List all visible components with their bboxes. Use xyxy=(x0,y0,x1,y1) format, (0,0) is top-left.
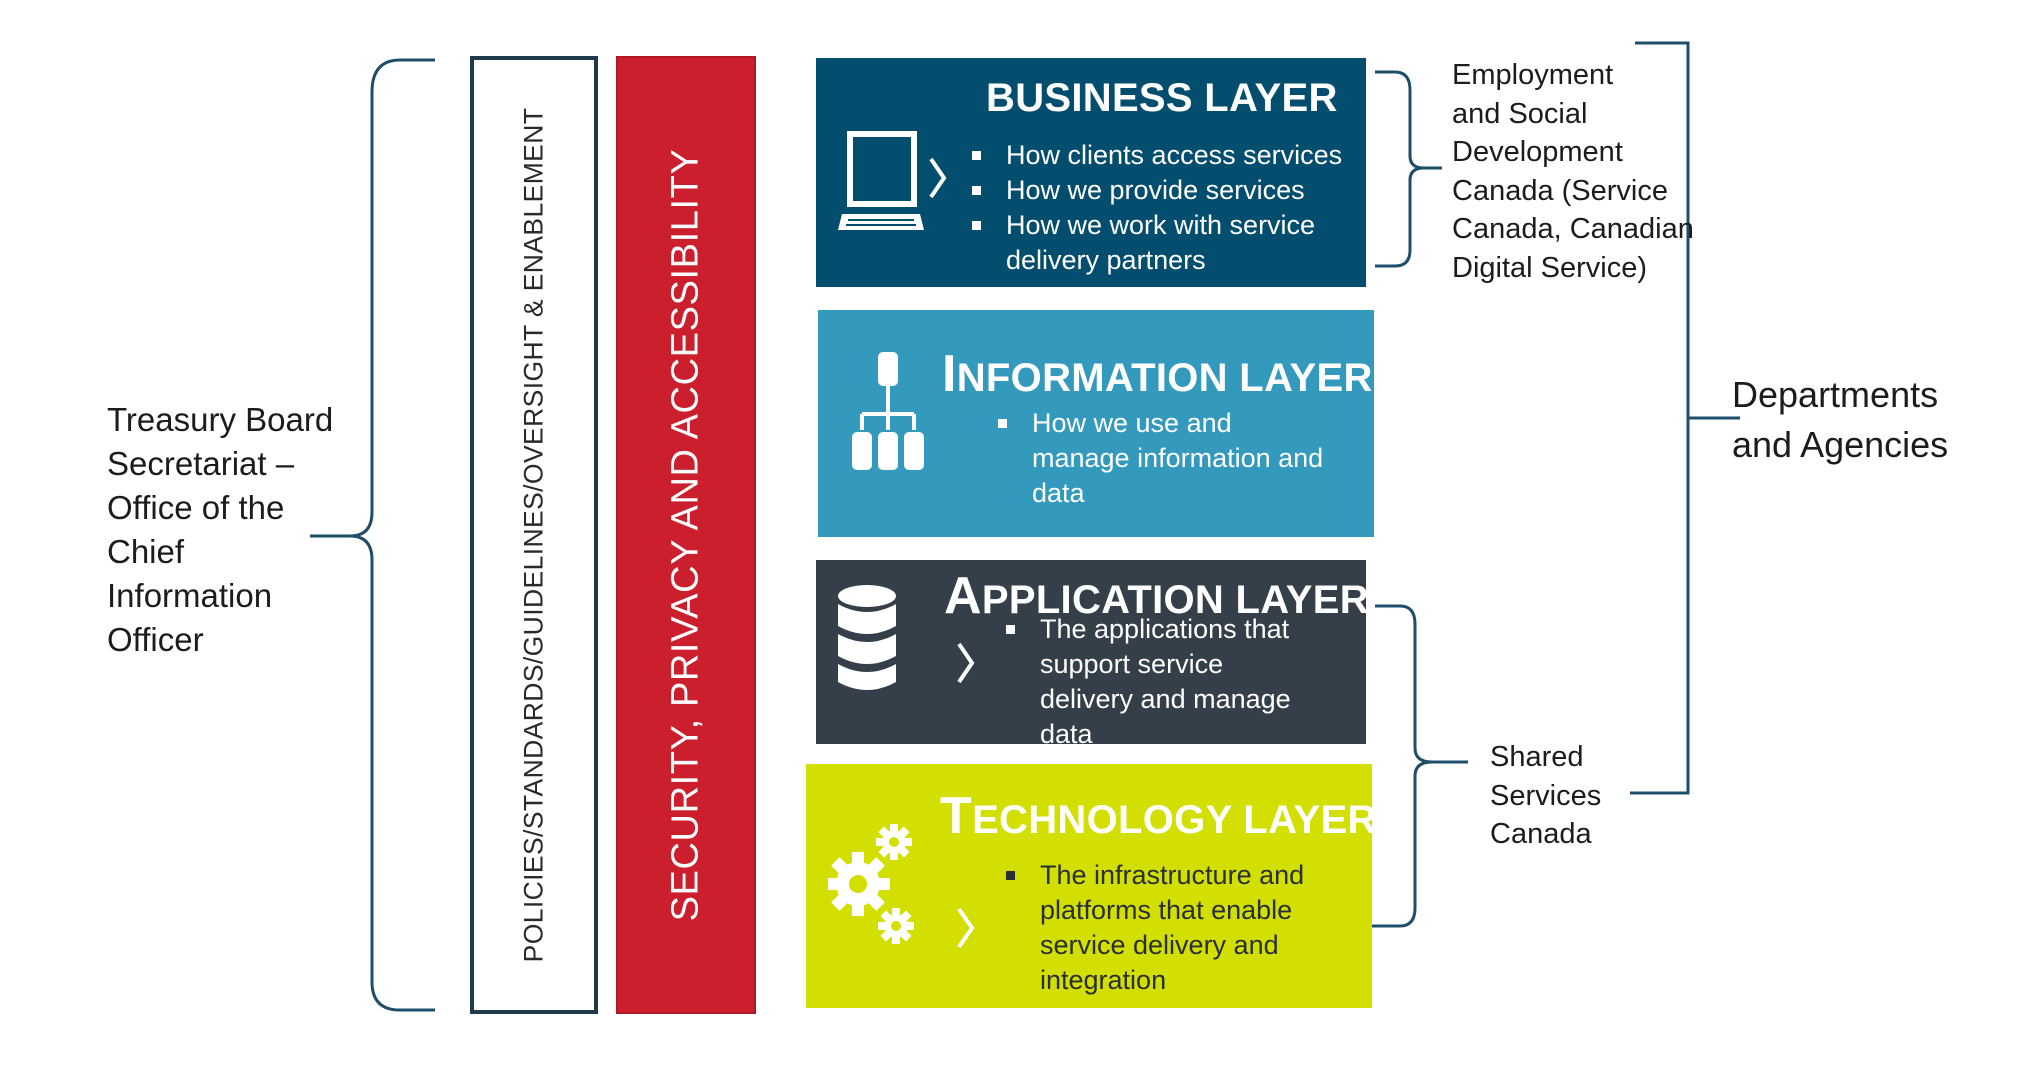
chevron-right-icon xyxy=(957,907,975,949)
esdc-line: Canada, Canadian xyxy=(1452,213,1694,245)
technology-layer-title: TECHNOLOGY LAYER xyxy=(940,787,1377,845)
tbs-line: Office of the xyxy=(107,489,285,526)
database-icon xyxy=(838,585,896,690)
esdc-label: Employment and Social Development Canada… xyxy=(1452,56,1694,287)
bullet-item: How we provide services xyxy=(968,173,1358,208)
chevron-right-icon xyxy=(929,157,947,199)
tbs-line: Chief xyxy=(107,533,185,570)
bullet-item: The infrastructure and platforms that en… xyxy=(1002,858,1322,998)
policies-bar-label: POLICIES/STANDARDS/GUIDELINES/OVERSIGHT … xyxy=(518,107,549,963)
bullet-item: How we work with service delivery partne… xyxy=(968,208,1358,278)
information-layer: INFORMATION LAYER How we use and manage … xyxy=(818,310,1374,537)
esdc-bracket xyxy=(1375,70,1442,268)
esdc-line: and Social xyxy=(1452,97,1588,130)
information-layer-title: INFORMATION LAYER xyxy=(942,345,1373,403)
technology-layer-bullets: The infrastructure and platforms that en… xyxy=(1002,858,1322,998)
ssc-line: Canada xyxy=(1490,818,1592,850)
bullet-item: How we use and manage information and da… xyxy=(994,406,1334,511)
esdc-line: Employment xyxy=(1452,59,1614,91)
esdc-line: Canada (Service xyxy=(1452,174,1668,207)
tbs-bracket xyxy=(310,58,435,1012)
tbs-ocio-label: Treasury Board Secretariat – Office of t… xyxy=(107,398,333,662)
tbs-line: Secretariat – xyxy=(107,445,295,482)
security-bar: SECURITY, PRIVACY AND ACCESSIBILITY xyxy=(616,56,756,1014)
business-layer: BUSINESS LAYER How clients access servic… xyxy=(816,58,1366,287)
hierarchy-icon xyxy=(852,352,924,470)
tbs-line: Officer xyxy=(107,621,204,658)
bullet-item: How clients access services xyxy=(968,138,1358,173)
chevron-right-icon xyxy=(957,642,975,684)
ssc-bracket xyxy=(1365,604,1468,928)
policies-bar: POLICIES/STANDARDS/GUIDELINES/OVERSIGHT … xyxy=(470,56,598,1014)
ssc-line: Services xyxy=(1490,779,1602,812)
business-layer-title: BUSINESS LAYER xyxy=(986,76,1338,120)
application-layer: APPLICATION LAYER The applications that … xyxy=(816,560,1369,749)
application-layer-title: APPLICATION LAYER xyxy=(944,567,1369,625)
laptop-icon xyxy=(838,131,924,230)
departments-line: Departments xyxy=(1732,374,1939,415)
technology-layer: TECHNOLOGY LAYER The infrastructure and … xyxy=(806,764,1376,1008)
tbs-line: Information xyxy=(107,577,273,614)
departments-label: Departments and Agencies xyxy=(1732,370,1948,470)
business-layer-bullets: How clients access services How we provi… xyxy=(968,138,1358,278)
information-layer-bullets: How we use and manage information and da… xyxy=(994,406,1334,511)
departments-line: and Agencies xyxy=(1732,424,1949,465)
security-bar-label: SECURITY, PRIVACY AND ACCESSIBILITY xyxy=(664,148,707,922)
ssc-label: Shared Services Canada xyxy=(1490,738,1601,854)
application-layer-bullets: The applications that support service de… xyxy=(1002,612,1322,752)
ssc-line: Shared xyxy=(1490,741,1584,773)
bullet-item: The applications that support service de… xyxy=(1002,612,1322,752)
esdc-line: Development xyxy=(1452,136,1623,168)
tbs-line: Treasury Board xyxy=(107,401,334,438)
esdc-line: Digital Service) xyxy=(1452,251,1647,284)
departments-bracket xyxy=(1630,41,1740,795)
gears-icon xyxy=(828,824,914,944)
